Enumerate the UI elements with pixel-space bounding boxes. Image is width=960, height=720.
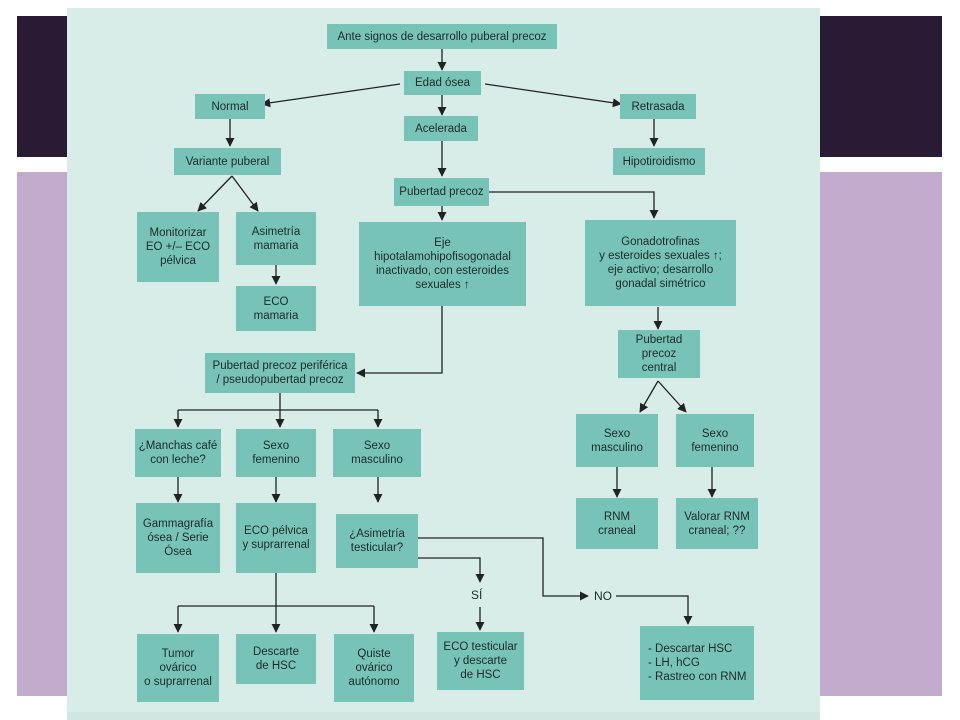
node-sexo-femenino-2: Sexo femenino [676, 414, 754, 467]
label-no: NO [594, 589, 612, 603]
node-monitorizar: Monitorizar EO +/– ECO pélvica [137, 212, 219, 282]
node-pubertad-precoz: Pubertad precoz [394, 178, 489, 206]
node-descartar-list: - Descartar HSC - LH, hCG - Rastreo con … [640, 626, 754, 700]
node-normal: Normal [195, 94, 265, 119]
node-gammagrafia: Gammagrafía ósea / Serie Ósea [136, 503, 220, 573]
node-sexo-femenino-1: Sexo femenino [236, 429, 316, 477]
node-acelerada: Acelerada [404, 116, 478, 141]
node-eco-testicular: ECO testicular y descarte de HSC [437, 632, 524, 690]
node-valorar-rnm: Valorar RNM craneal; ?? [676, 498, 758, 549]
decor-band-dark-left [17, 16, 67, 157]
panel-bottom-edge [67, 712, 820, 720]
decor-band-dark-right [820, 16, 942, 157]
node-edad-osea: Edad ósea [404, 71, 481, 95]
node-eco-mamaria: ECO mamaria [236, 286, 316, 331]
node-hipotiroidismo: Hipotiroidismo [613, 148, 705, 175]
node-variante-puberal: Variante puberal [174, 148, 281, 175]
node-sexo-masculino-2: Sexo masculino [576, 414, 658, 467]
node-descarte-hsc: Descarte de HSC [236, 634, 316, 684]
node-start: Ante signos de desarrollo puberal precoz [327, 24, 557, 49]
node-rnm-craneal: RNM craneal [576, 498, 658, 549]
label-si: SÍ [471, 588, 483, 602]
node-pubertad-central: Pubertad precoz central [618, 330, 700, 378]
decor-band-lilac-left [17, 172, 67, 696]
node-gonadotrofinas: Gonadotrofinas y esteroides sexuales ↑; … [585, 220, 736, 306]
decor-band-lilac-right [820, 172, 942, 696]
node-retrasada: Retrasada [620, 94, 696, 119]
node-asimetria-mamaria: Asimetría mamaria [236, 212, 316, 265]
node-quiste: Quiste ovárico autónomo [334, 634, 414, 702]
node-pubertad-periferica: Pubertad precoz periférica / pseudopuber… [205, 353, 355, 393]
node-sexo-masculino-1: Sexo masculino [333, 429, 421, 477]
node-eco-pelvica: ECO pélvica y suprarrenal [236, 503, 316, 573]
node-asimetria-testicular: ¿Asimetría testicular? [336, 514, 418, 568]
node-eje-inactivado: Eje hipotalamohipofisogonadal inactivado… [359, 222, 526, 306]
node-manchas: ¿Manchas café con leche? [135, 429, 221, 477]
node-tumor: Tumor ovárico o suprarrenal [137, 634, 219, 702]
